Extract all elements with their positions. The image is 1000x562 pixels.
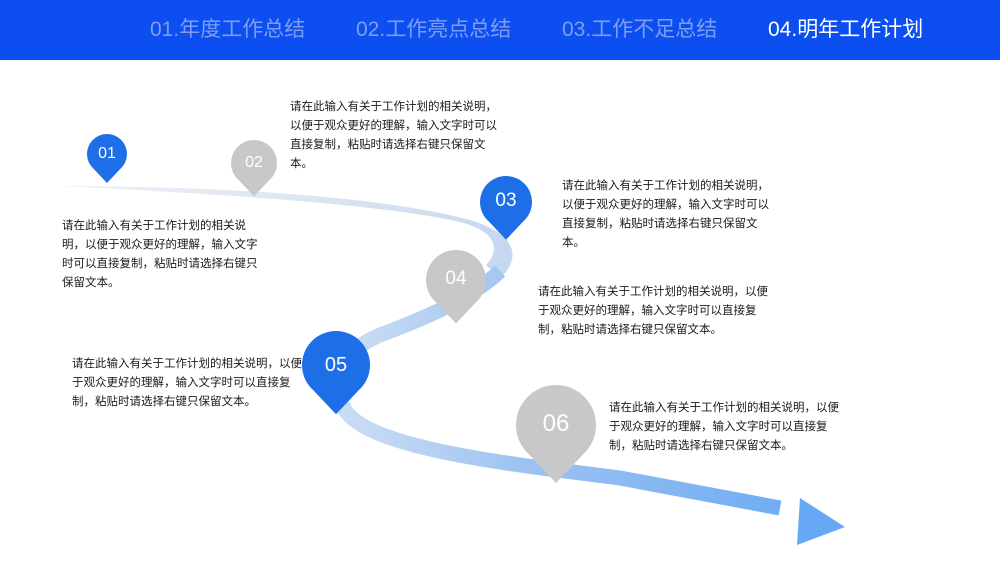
step-number-label: 02 — [245, 154, 263, 172]
map-pin-icon — [231, 140, 277, 197]
map-pin-icon — [87, 134, 128, 183]
tab-shortcomings-summary[interactable]: 03.工作不足总结 — [562, 18, 718, 41]
tab-next-year-plan[interactable]: 04.明年工作计划 — [768, 18, 924, 41]
road-arrow-head — [797, 498, 845, 545]
step-03-description: 请在此输入有关于工作计划的相关说明，以便于观众更好的理解，输入文字时可以直接复制… — [562, 178, 769, 249]
step-number-label: 01 — [98, 145, 116, 163]
map-pin-icon — [426, 250, 486, 324]
map-pin-icon — [302, 330, 370, 415]
step-04-description: 请在此输入有关于工作计划的相关说明，以便于观众更好的理解，输入文字时可以直接复制… — [538, 284, 768, 336]
step-number-label: 05 — [324, 353, 348, 376]
tab-annual-summary[interactable]: 01.年度工作总结 — [150, 18, 306, 41]
step-05-description: 请在此输入有关于工作计划的相关说明，以便于观众更好的理解，输入文字时可以直接复制… — [72, 356, 302, 408]
map-pin-icon — [516, 385, 596, 483]
step-06-description: 请在此输入有关于工作计划的相关说明，以便于观众更好的理解，输入文字时可以直接复制… — [609, 400, 839, 452]
step-number-label: 04 — [445, 268, 467, 290]
step-02-description: 请在此输入有关于工作计划的相关说明，以便于观众更好的理解，输入文字时可以直接复制… — [290, 99, 497, 170]
step-number-label: 03 — [495, 190, 517, 212]
tab-highlights-summary[interactable]: 02.工作亮点总结 — [356, 18, 512, 41]
step-01-description: 请在此输入有关于工作计划的相关说明，以便于观众更好的理解，输入文字时可以直接复制… — [62, 218, 258, 289]
top-nav-bar: 01.年度工作总结 02.工作亮点总结 03.工作不足总结 04.明年工作计划 — [0, 0, 1000, 60]
map-pin-icon — [480, 176, 533, 240]
step-number-label: 06 — [542, 410, 570, 438]
